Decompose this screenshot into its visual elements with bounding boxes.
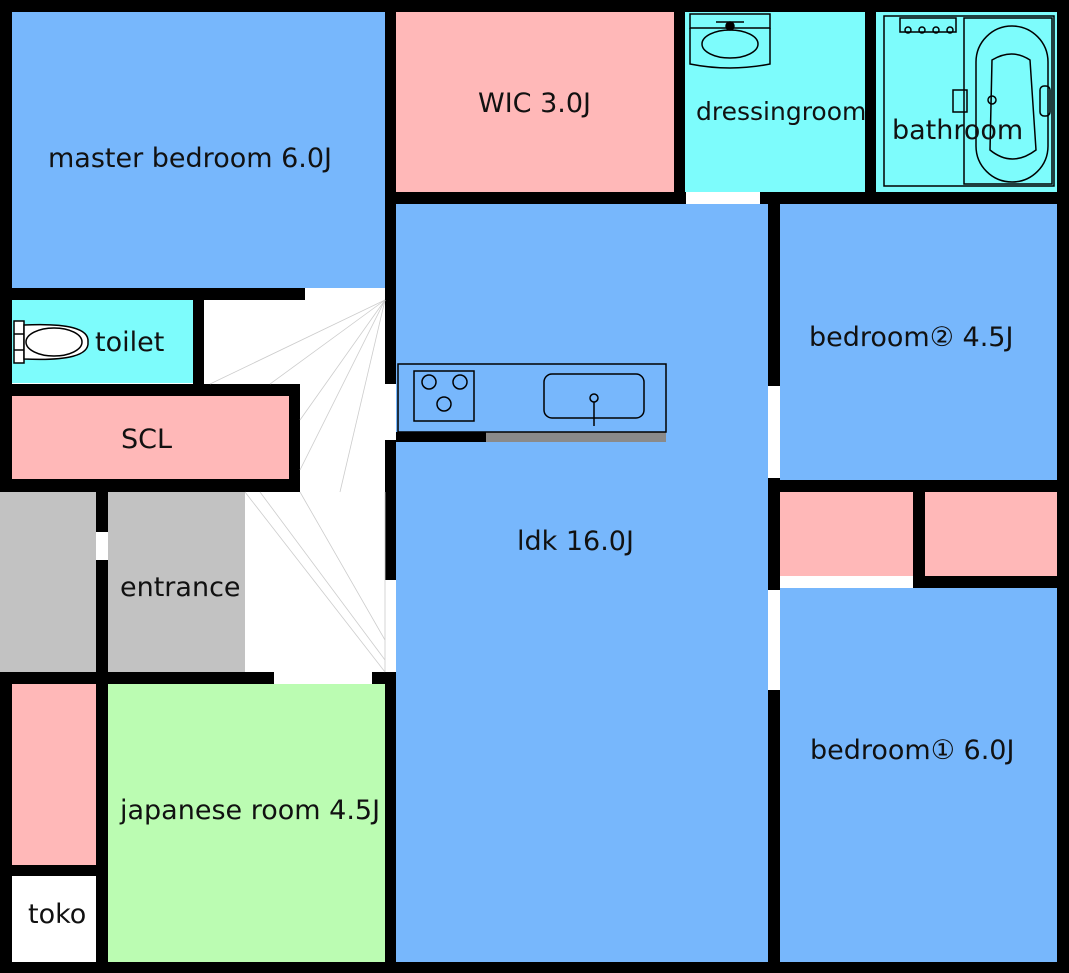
stove-icon: [413, 370, 475, 422]
wic: [396, 12, 674, 192]
wall-toilet-bottom: [0, 384, 300, 396]
wall-closet-bottom: [913, 576, 1069, 588]
wall-wic-right: [674, 12, 685, 204]
wall-left-lower: [0, 672, 12, 973]
wall-japanese-left: [96, 684, 108, 962]
japanese-room: [108, 684, 385, 962]
closet-right: [925, 492, 1057, 576]
wall-dressing-right: [865, 12, 876, 204]
master-bedroom: [12, 12, 385, 288]
toko-label: toko: [28, 899, 87, 930]
wall-bottom: [0, 962, 1069, 973]
bedroom-1-label: bedroom① 6.0J: [810, 735, 1015, 766]
wall-toko-top: [12, 865, 96, 876]
wall-entrance-mid: [96, 492, 108, 532]
wall-master-bottom: [0, 288, 305, 300]
closet-left: [780, 492, 913, 576]
ldk: [396, 204, 768, 962]
toilet-icon: [13, 320, 89, 364]
wall-toilet-right: [193, 300, 204, 384]
wall-entrance-mid-2: [96, 560, 108, 672]
entrance: [108, 492, 245, 672]
kitchen-counter: [397, 363, 667, 433]
wall-scl-right: [289, 384, 300, 490]
wall-left: [0, 0, 12, 492]
kitchen-sink-icon: [543, 373, 645, 426]
wall-wic-bottom: [396, 192, 686, 204]
wall-central-left-3: [385, 672, 396, 962]
toilet-label: toilet: [95, 327, 165, 358]
scl-label: SCL: [121, 424, 173, 455]
wall-master-right: [385, 12, 396, 288]
bedroom-2-label: bedroom② 4.5J: [809, 322, 1014, 353]
wic-label: WIC 3.0J: [478, 88, 591, 119]
sink-icon: [689, 13, 771, 69]
kitchen-counter-edge: [486, 432, 666, 442]
entrance-label: entrance: [120, 572, 241, 603]
wall-bedroom2-bottom: [780, 480, 1069, 492]
wall-ldk-right-2: [768, 478, 780, 590]
bedroom-2: [780, 204, 1057, 480]
toko: [12, 876, 108, 962]
wall-ldk-right: [768, 192, 780, 386]
kitchen-counter-base: [396, 432, 486, 442]
wall-entrance-bottom: [0, 672, 274, 684]
stair-lines: [209, 299, 386, 673]
wall-closet-mid: [913, 492, 925, 576]
wall-top: [0, 0, 1069, 12]
bedroom-1: [780, 588, 1057, 962]
shoe-storage: [0, 492, 96, 672]
wall-ldk-right-3: [768, 690, 780, 962]
wall-central-left-2: [385, 440, 396, 580]
bathroom-label: bathroom: [892, 115, 1024, 146]
ldk-label: ldk 16.0J: [517, 526, 634, 557]
master-bedroom-label: master bedroom 6.0J: [48, 143, 333, 174]
dressingroom-label: dressingroom: [696, 97, 867, 126]
wall-central-left: [385, 288, 396, 384]
wall-central-cap: [372, 672, 396, 684]
closet-japanese: [12, 684, 96, 865]
bathtub-icon: [883, 15, 1055, 187]
dressingroom: [685, 12, 865, 192]
scl: [12, 396, 289, 479]
japanese-room-label: japanese room 4.5J: [120, 795, 381, 826]
wall-bath-bottom: [760, 192, 1069, 204]
wall-scl-bottom: [0, 479, 300, 492]
